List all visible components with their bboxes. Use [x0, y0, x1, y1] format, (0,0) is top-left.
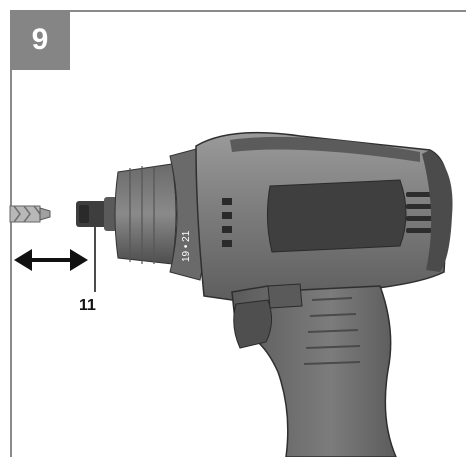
step-number-badge: 9: [10, 10, 70, 70]
torque-ring-marking: 19 • 21: [181, 230, 192, 262]
part-number-label: 11: [79, 297, 96, 314]
drill-handle: [231, 283, 397, 457]
step-number: 9: [31, 23, 49, 56]
bit-holder: [76, 197, 120, 231]
frame-top-border: [10, 10, 466, 12]
double-headed-arrow-icon: [14, 249, 88, 271]
chuck-collar: 19 • 21: [114, 147, 208, 281]
frame-left-border: [10, 10, 12, 457]
screwdriver-bit: [9, 205, 51, 223]
drill-housing: [195, 131, 453, 301]
